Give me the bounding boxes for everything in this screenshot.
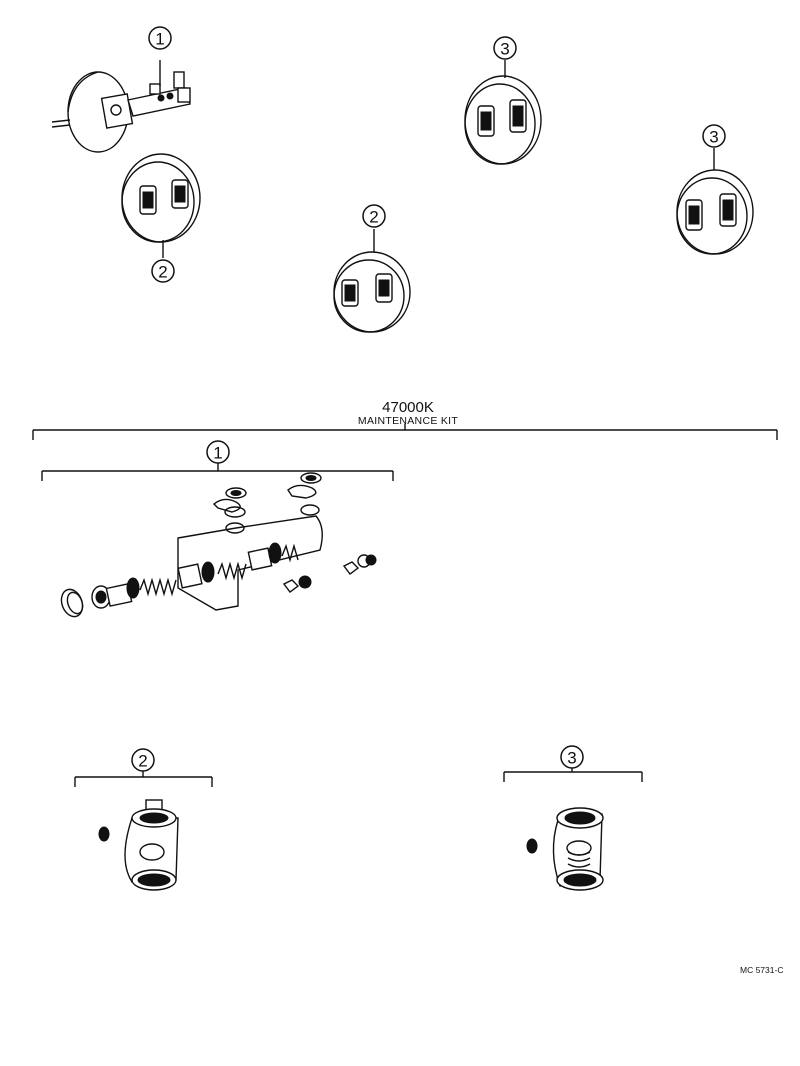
rear-wheel-cylinder-kit-parts (526, 807, 604, 891)
callout-front-wheel-cyl-a: 2 (151, 259, 175, 283)
callout-kit-group-2: 2 (131, 748, 155, 772)
front-wheel-cylinder-kit-parts (98, 799, 179, 891)
front-wheel-cylinder-plate-b (333, 229, 411, 333)
diagram-reference-code: MC 5731-C (740, 965, 783, 975)
callout-kit-group-2-number: 2 (138, 752, 147, 771)
callout-rear-wheel-cyl-b: 3 (702, 124, 726, 148)
front-wheel-cylinder-plate-a (121, 153, 201, 258)
callout-kit-group-1-number: 1 (213, 444, 222, 463)
callout-kit-group-3: 3 (560, 745, 584, 769)
rear-wheel-cylinder-plate-a (464, 60, 542, 165)
kit-description: MAINTENANCE KIT (358, 415, 458, 427)
callout-master-cylinder-number: 1 (155, 30, 164, 49)
callout-rear-wheel-cyl-a-number: 3 (500, 40, 509, 59)
callout-rear-wheel-cyl-a: 3 (493, 36, 517, 60)
master-cylinder-exploded-parts (60, 472, 377, 618)
callout-master-cylinder: 1 (148, 26, 172, 50)
kit-part-number: 47000K (382, 399, 434, 416)
kit-group-2-bracket (74, 770, 213, 787)
callout-front-wheel-cyl-b: 2 (362, 204, 386, 228)
callout-front-wheel-cyl-b-number: 2 (369, 208, 378, 227)
callout-kit-group-1: 1 (206, 440, 230, 464)
callout-kit-group-3-number: 3 (567, 749, 576, 768)
callout-front-wheel-cyl-a-number: 2 (158, 263, 167, 282)
maintenance-kit-header: 47000K MAINTENANCE KIT (32, 399, 778, 440)
master-cylinder-assembly-illustration (51, 60, 191, 153)
rear-wheel-cylinder-plate-b (676, 148, 754, 255)
callout-rear-wheel-cyl-b-number: 3 (709, 128, 718, 147)
kit-group-1-bracket (41, 463, 394, 481)
kit-group-3-bracket (503, 768, 643, 782)
